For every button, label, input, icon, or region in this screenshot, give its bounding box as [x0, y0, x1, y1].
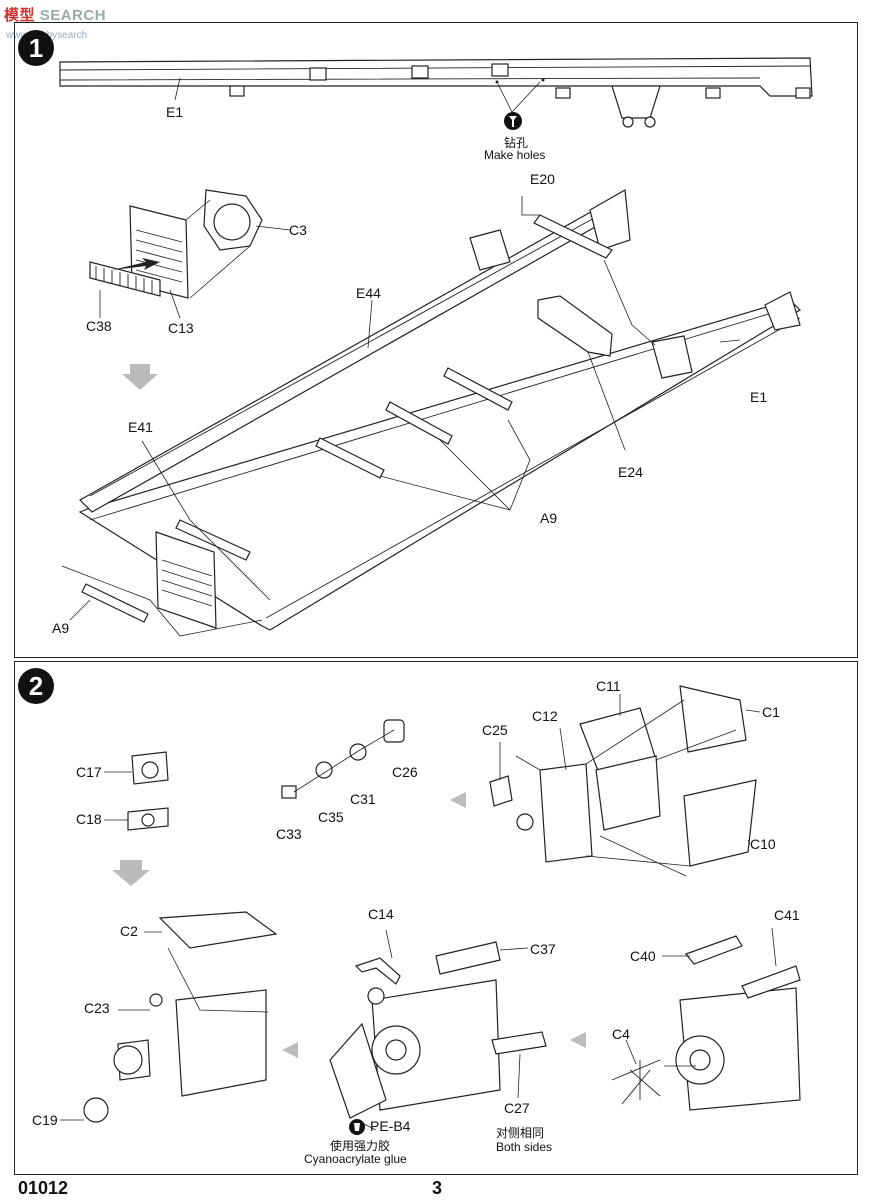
drill-label-en: Make holes [484, 148, 546, 162]
step1-badge: 1 [18, 30, 54, 66]
label-c23: C23 [84, 1000, 110, 1016]
label-pe-b4: PE-B4 [370, 1118, 411, 1134]
frame-rail-e1-side-view [59, 57, 813, 128]
watermark: 模型 SEARCH [4, 4, 106, 25]
label-c25: C25 [482, 722, 508, 738]
label-c3: C3 [289, 222, 307, 238]
label-c1: C1 [762, 704, 780, 720]
label-both-sides-cn: 对侧相同 [496, 1126, 545, 1140]
step2-panel [14, 661, 858, 1175]
label-c37: C37 [530, 941, 556, 957]
label-c2: C2 [120, 923, 138, 939]
page-number: 3 [432, 1178, 443, 1198]
label-c17: C17 [76, 764, 102, 780]
label-c40: C40 [630, 948, 656, 964]
label-c12: C12 [532, 708, 558, 724]
label-glue-en: Cyanoacrylate glue [304, 1152, 407, 1166]
label-e24: E24 [618, 464, 643, 480]
label-a9-left: A9 [52, 620, 70, 636]
watermark-en: SEARCH [39, 7, 107, 24]
label-e44: E44 [356, 285, 381, 301]
step2-badge: 2 [18, 668, 54, 704]
label-both-sides-en: Both sides [496, 1140, 553, 1154]
label-e41: E41 [128, 419, 153, 435]
drill-label-cn: 钻孔 [504, 136, 529, 150]
step2-parts [60, 685, 801, 1131]
label-c19: C19 [32, 1112, 58, 1128]
product-code: 01012 [18, 1178, 69, 1198]
chassis-frame-isometric [61, 189, 801, 637]
label-c31: C31 [350, 791, 376, 807]
label-c33: C33 [276, 826, 302, 842]
label-e20: E20 [530, 171, 555, 187]
label-e1: E1 [750, 389, 768, 405]
label-glue-cn: 使用强力胶 [330, 1139, 391, 1153]
label-c10: C10 [750, 836, 776, 852]
label-c11: C11 [596, 678, 621, 694]
label-a9-right: A9 [540, 510, 558, 526]
label-c4: C4 [612, 1026, 630, 1042]
label-c41: C41 [774, 907, 800, 923]
next-step-arrow [112, 364, 158, 886]
step1-panel [14, 22, 858, 658]
label-c14: C14 [368, 906, 394, 922]
label-c18: C18 [76, 811, 102, 827]
label-c26: C26 [392, 764, 418, 780]
label-c27: C27 [504, 1100, 530, 1116]
label-c13: C13 [168, 320, 194, 336]
label-c38: C38 [86, 318, 112, 334]
label-e1-top: E1 [166, 104, 184, 120]
radiator-assembly [89, 189, 291, 319]
label-c35: C35 [318, 809, 344, 825]
watermark-cn: 模型 [4, 7, 36, 24]
